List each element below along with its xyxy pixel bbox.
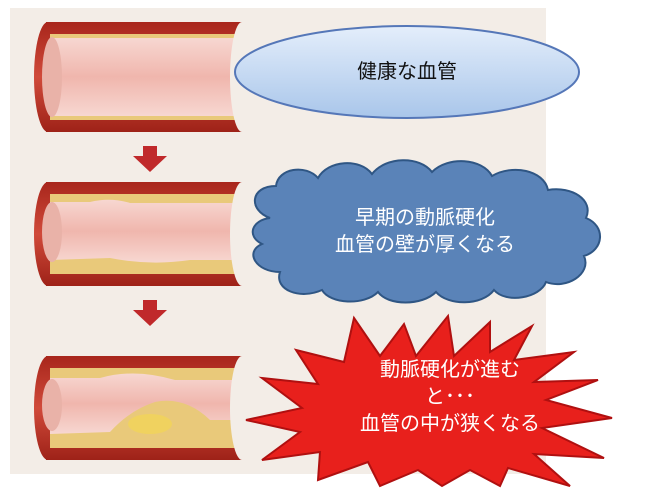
vessel-early-atherosclerosis — [34, 182, 254, 286]
down-arrow-1 — [133, 146, 167, 172]
stage-label-advanced: 動脈硬化が進む と･･･ 血管の中が狭くなる — [360, 357, 540, 435]
callout-explosion-advanced — [245, 313, 613, 488]
stage-label-early: 早期の動脈硬化 血管の壁が厚くなる — [335, 205, 515, 256]
callout-cloud-early — [251, 159, 601, 304]
stage-label-healthy: 健康な血管 — [357, 59, 457, 83]
vessel-advanced-atherosclerosis — [34, 356, 254, 460]
callout-ellipse-healthy — [234, 25, 580, 119]
down-arrow-2 — [133, 300, 167, 326]
vessel-healthy — [34, 22, 254, 132]
